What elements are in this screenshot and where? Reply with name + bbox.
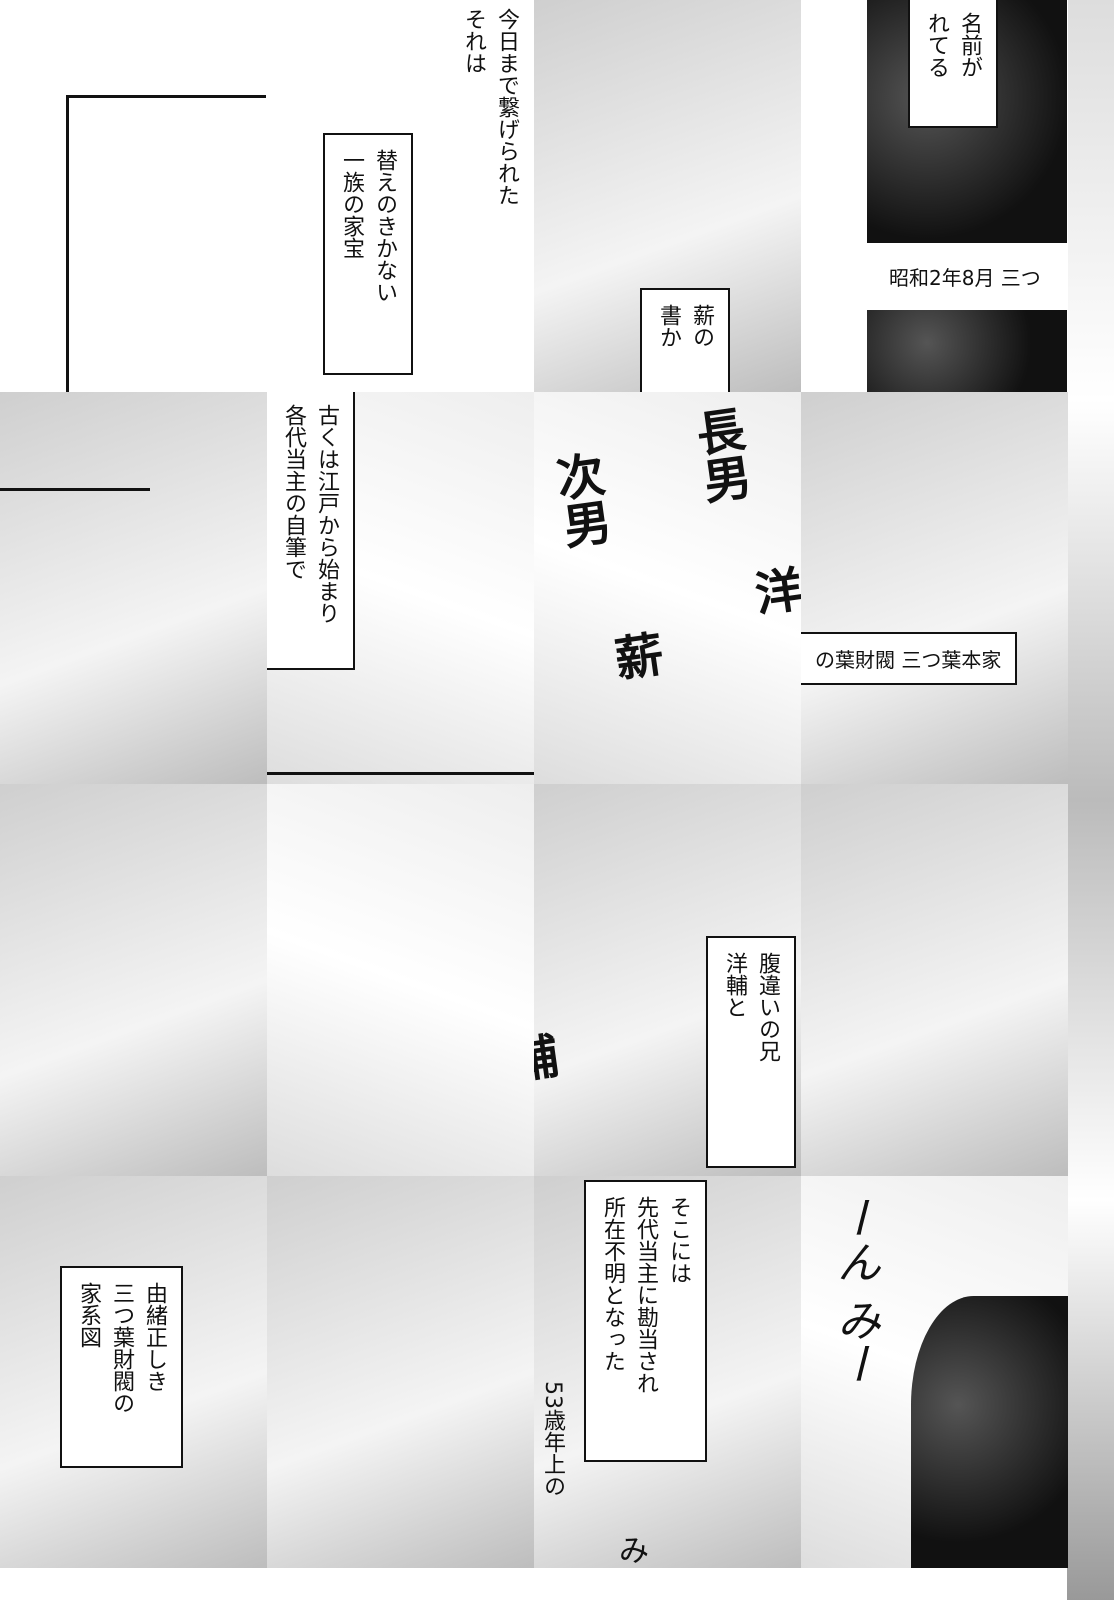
panel-tile-0-3: 名前がれてる 昭和2年8月 三つ xyxy=(801,0,1068,392)
panel-tile-0-2: 薪の書か xyxy=(534,0,801,392)
right-edge-strip xyxy=(1067,0,1114,1600)
sound-effect: ーん みー xyxy=(829,1196,880,1386)
panel-tile-1-3: の葉財閥 三つ葉本家 xyxy=(801,392,1068,784)
panel-tile-3-2: そこには先代当主に勘当され所在不明となった 53歳年上の み xyxy=(534,1176,801,1568)
panel-tile-2-2: 腹違いの兄洋輔と 輔 xyxy=(534,784,801,1176)
handwritten-eldest-son: 長男 xyxy=(684,403,754,507)
handwritten-second-son: 次男 xyxy=(544,448,614,552)
sound-effect: み xyxy=(619,1534,649,1568)
panel-tile-3-1 xyxy=(267,1176,534,1568)
narration-text: 53歳年上の xyxy=(540,1381,565,1497)
panel-tile-3-0: 由緒正しき三つ葉財閥の家系図 xyxy=(0,1176,267,1568)
panel-tile-0-0 xyxy=(0,0,267,392)
narration-text: 今日まで繋げられたそれは xyxy=(461,8,519,206)
handwritten-name: 薪 xyxy=(602,628,666,684)
location-caption: の葉財閥 三つ葉本家 xyxy=(801,632,1018,685)
caption-box: 由緒正しき三つ葉財閥の家系図 xyxy=(60,1266,183,1468)
panel-tile-0-1: 今日まで繋げられたそれは 替えのきかない一族の家宝 xyxy=(267,0,534,392)
panel-tile-1-2: 長男 洋 次男 薪 xyxy=(534,392,801,784)
panel-tile-2-3 xyxy=(801,784,1068,1176)
panel-tile-1-1: 古くは江戸から始まり各代当主の自筆で xyxy=(267,392,534,784)
handwritten-name: 輔 xyxy=(534,1030,561,1086)
panel-tile-3-3: ーん みー xyxy=(801,1176,1068,1568)
date-caption: 昭和2年8月 三つ xyxy=(889,266,1041,290)
caption-box: 古くは江戸から始まり各代当主の自筆で xyxy=(267,392,355,670)
caption-box: 替えのきかない一族の家宝 xyxy=(323,133,413,375)
caption-box: 薪の書か xyxy=(640,288,730,392)
caption-box: 腹違いの兄洋輔と xyxy=(706,936,796,1168)
caption-box: 名前がれてる xyxy=(908,0,998,128)
panel-tile-1-0 xyxy=(0,392,267,784)
handwritten-name: 洋 xyxy=(742,563,801,619)
panel-tile-2-0 xyxy=(0,784,267,1176)
panel-tile-2-1 xyxy=(267,784,534,1176)
caption-box: そこには先代当主に勘当され所在不明となった xyxy=(584,1180,707,1462)
